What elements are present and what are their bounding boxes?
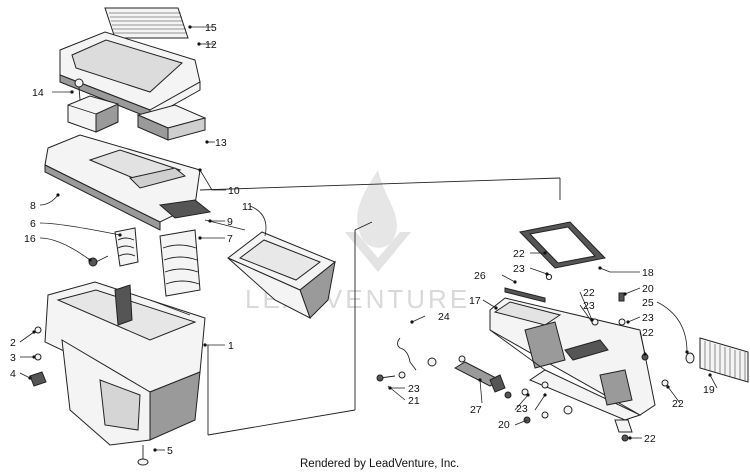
airbox-body xyxy=(44,281,206,446)
hardware-right xyxy=(591,292,669,442)
callout-18: 18 xyxy=(642,267,654,279)
drain-plug xyxy=(137,445,149,466)
callout-24: 24 xyxy=(438,311,450,323)
callout-labels: 15 12 13 14 10 11 9 7 8 6 16 1 2 3 4 5 1… xyxy=(10,22,715,457)
filter-screen xyxy=(104,7,189,39)
callout-23-e: 23 xyxy=(516,403,528,415)
callout-15: 15 xyxy=(205,22,217,34)
manifold xyxy=(489,297,656,421)
leader-dots xyxy=(28,25,712,452)
washer-3 xyxy=(34,353,42,361)
callout-21: 21 xyxy=(408,395,420,407)
callout-1: 1 xyxy=(228,340,234,352)
callout-5: 5 xyxy=(167,445,173,457)
latch-27 xyxy=(453,361,506,393)
foam-seal-7 xyxy=(159,229,201,297)
callout-20-b: 20 xyxy=(498,419,510,431)
hardware-bottom xyxy=(376,355,573,424)
callout-23-c: 23 xyxy=(583,300,595,312)
callout-3: 3 xyxy=(10,352,16,364)
callout-14: 14 xyxy=(32,87,44,99)
assembly-outline xyxy=(199,177,561,436)
callout-23-a: 23 xyxy=(408,383,420,395)
callout-10: 10 xyxy=(228,185,240,197)
callout-22-c: 22 xyxy=(642,327,654,339)
callout-27: 27 xyxy=(470,404,482,416)
air-tray xyxy=(44,134,201,231)
callout-9: 9 xyxy=(227,216,233,228)
sensor-block xyxy=(67,95,119,133)
callout-6: 6 xyxy=(30,218,36,230)
strip-26 xyxy=(504,287,546,303)
nut-top xyxy=(545,273,553,281)
filter-strip xyxy=(158,199,212,219)
gasket-18 xyxy=(519,221,606,269)
callout-22-d: 22 xyxy=(672,398,684,410)
filter-19 xyxy=(699,337,749,383)
callout-7: 7 xyxy=(227,233,233,245)
cap-25 xyxy=(685,352,695,364)
callout-26: 26 xyxy=(474,270,486,282)
callout-19: 19 xyxy=(703,384,715,396)
callout-8: 8 xyxy=(30,200,36,212)
leader-lines xyxy=(19,26,718,451)
callout-2: 2 xyxy=(10,337,16,349)
intake-duct xyxy=(227,231,336,320)
callout-12: 12 xyxy=(205,39,217,51)
callout-23-d: 23 xyxy=(642,312,654,324)
callout-17: 17 xyxy=(469,295,481,307)
callout-4: 4 xyxy=(10,368,16,380)
screw-14 xyxy=(74,78,84,101)
filter-element xyxy=(136,104,207,141)
callout-25: 25 xyxy=(642,297,654,309)
callout-22-b: 22 xyxy=(583,287,595,299)
foam-seal-6 xyxy=(114,227,139,267)
callout-20-a: 20 xyxy=(642,283,654,295)
callout-22-a: 22 xyxy=(513,248,525,260)
wire-24 xyxy=(397,337,417,371)
callout-16: 16 xyxy=(24,233,36,245)
callout-11: 11 xyxy=(242,201,253,213)
caption: Rendered by LeadVenture, Inc. xyxy=(300,458,459,470)
watermark-chevron-icon xyxy=(345,232,411,272)
washer-2 xyxy=(34,326,42,334)
callout-13: 13 xyxy=(215,137,227,149)
callout-22-e: 22 xyxy=(644,433,656,445)
bolt-16 xyxy=(88,255,109,267)
watermark-flame-icon xyxy=(357,170,397,248)
clip-4 xyxy=(29,371,47,387)
callout-23-b: 23 xyxy=(513,263,525,275)
